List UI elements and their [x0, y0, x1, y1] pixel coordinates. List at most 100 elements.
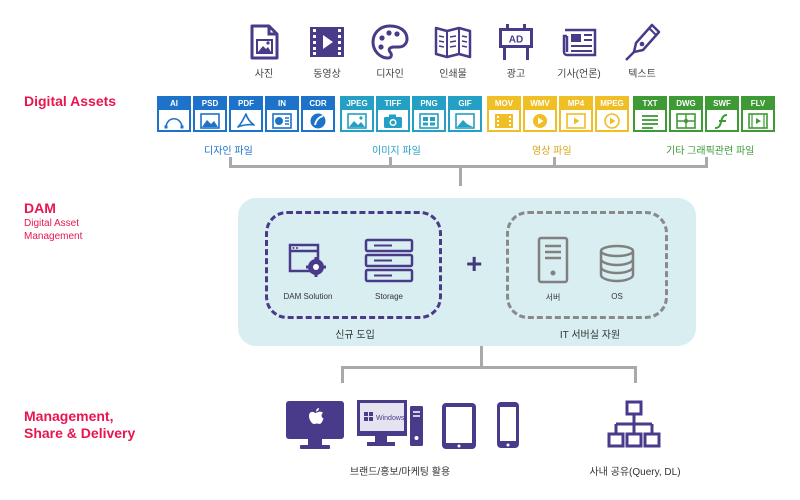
billboard-icon: AD: [499, 24, 533, 60]
format-png: PNG: [412, 96, 446, 132]
category-text: 텍스트: [602, 22, 682, 80]
brochure-icon: [434, 26, 472, 59]
storage-icon: [364, 238, 414, 283]
connector-line: [229, 165, 708, 168]
category-label: 동영상: [313, 69, 341, 80]
format-tag: PNG: [414, 98, 444, 110]
category-ad: AD 광고: [476, 22, 556, 80]
msd-title-line2: Share & Delivery: [24, 425, 136, 441]
format-pdf: PDF: [229, 96, 263, 132]
gallery-icon: [419, 113, 439, 129]
connector-line: [634, 366, 637, 383]
flash-icon: [714, 114, 728, 129]
landscape-icon: [455, 113, 475, 129]
category-label: 사진: [254, 69, 274, 80]
msd-title-line1: Management,: [24, 408, 114, 424]
group-label-image: 이미지 파일: [372, 146, 421, 157]
acrobat-icon: [237, 113, 255, 128]
format-mpeg: MPEG: [595, 96, 629, 132]
storage-label: Storage: [374, 292, 404, 301]
format-tag: SWF: [707, 98, 737, 110]
play-circle-icon: [533, 114, 547, 128]
dam-subtitle-line2: Management: [24, 231, 83, 242]
text-lines-icon: [642, 115, 658, 129]
format-dwg: DWG: [669, 96, 703, 132]
video-frame-icon: [566, 113, 586, 129]
format-tag: IN: [267, 98, 297, 110]
connector-line: [705, 157, 708, 168]
it-resources-box: [506, 211, 668, 319]
format-tag: TXT: [635, 98, 665, 110]
group-label-video: 영상 파일: [532, 146, 572, 157]
format-tag: GIF: [450, 98, 480, 110]
fountain-pen-icon: [625, 23, 661, 61]
format-tag: PSD: [195, 98, 225, 110]
brand-usage-label: 브랜드/홍보/마케팅 활용: [349, 467, 451, 478]
format-tag: CDR: [303, 98, 333, 110]
format-tag: FLV: [743, 98, 773, 110]
category-news: 기사(언론): [539, 22, 619, 80]
format-tag: AI: [159, 98, 189, 110]
database-icon: [599, 244, 635, 283]
tablet-icon: [442, 403, 476, 449]
category-design: 디자인: [350, 22, 430, 80]
category-label: 텍스트: [628, 69, 656, 80]
os-label: OS: [611, 292, 623, 301]
format-tag: WMV: [525, 98, 555, 110]
format-tag: MP4: [561, 98, 591, 110]
connector-line: [553, 157, 556, 168]
network-share-icon: [607, 400, 661, 448]
windows-pc-icon: Windows: [357, 400, 423, 446]
corel-icon: [310, 113, 326, 129]
connector-line: [480, 346, 483, 366]
format-tag: MPEG: [597, 98, 627, 110]
it-resources-caption: IT 서버실 자원: [559, 330, 621, 341]
new-adoption-caption: 신규 도입: [335, 330, 375, 341]
format-tag: JPEG: [342, 98, 372, 110]
newspaper-icon: [562, 28, 597, 57]
format-swf: SWF: [705, 96, 739, 132]
connector-line: [229, 157, 232, 168]
connector-line: [341, 366, 637, 369]
format-tag: TIFF: [378, 98, 408, 110]
format-ai: AI: [157, 96, 191, 132]
group-label-design: 디자인 파일: [204, 146, 253, 157]
blueprint-icon: [676, 113, 696, 129]
connector-line: [341, 366, 344, 383]
windows-text: Windows: [376, 415, 405, 422]
format-flv: FLV: [741, 96, 775, 132]
internal-share-label: 사내 공유(Query, DL): [589, 467, 681, 478]
film-strip-icon: [495, 114, 513, 128]
film-play-icon: [748, 113, 768, 129]
apple-monitor-icon: [286, 401, 344, 449]
format-jpeg: JPEG: [340, 96, 374, 132]
format-gif: GIF: [448, 96, 482, 132]
connector-line: [459, 165, 462, 186]
dam-solution-label: DAM Solution: [283, 292, 333, 301]
play-ring-icon: [604, 113, 620, 129]
group-label-other: 기타 그래픽관련 파일: [666, 146, 755, 157]
camera-icon: [384, 114, 402, 128]
category-label: 인쇄물: [439, 69, 467, 80]
server-label: 서버: [545, 293, 561, 302]
format-txt: TXT: [633, 96, 667, 132]
new-adoption-box: [265, 211, 442, 319]
dam-subtitle-line1: Digital Asset: [24, 218, 80, 229]
phone-icon: [497, 402, 519, 448]
category-label: 디자인: [376, 69, 404, 80]
bezier-curve-icon: [164, 117, 184, 129]
category-label: 기사(언론): [557, 69, 601, 80]
layout-icon: [272, 113, 292, 129]
digital-assets-title: Digital Assets: [24, 93, 117, 109]
app-settings-icon: [288, 243, 326, 277]
category-video: 동영상: [287, 22, 367, 80]
format-mov: MOV: [487, 96, 521, 132]
format-tag: DWG: [671, 98, 701, 110]
plus-sign: +: [466, 248, 483, 279]
category-print: 인쇄물: [413, 22, 493, 80]
format-tag: PDF: [231, 98, 261, 110]
category-photo: 사진: [224, 22, 304, 80]
format-tiff: TIFF: [376, 96, 410, 132]
image-icon: [200, 113, 220, 129]
dam-title: DAM: [24, 200, 56, 216]
